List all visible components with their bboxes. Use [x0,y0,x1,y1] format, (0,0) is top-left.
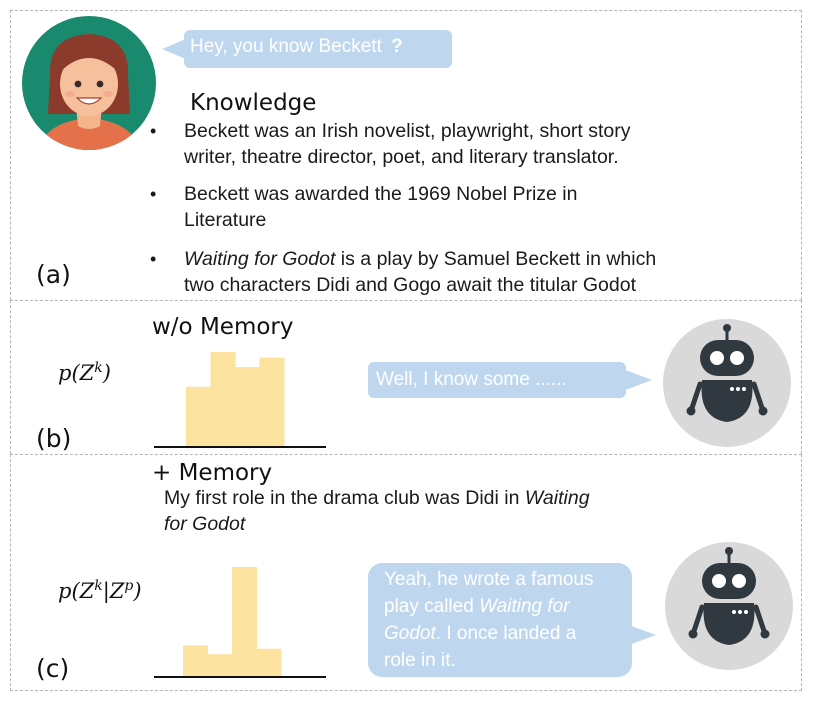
formula-posterior: p(Zk|Zp) [58,578,142,603]
reply-title-part-2: Godot [384,623,436,644]
user-bubble-tail [162,38,188,60]
memory-text: My first role in the drama club was Didi… [164,485,724,537]
reply-bubble-memory: Yeah, he wrote a famous play called Wait… [368,563,632,677]
formula-posterior-p: p(Z [58,579,95,603]
panel-c-heading: + Memory [152,460,273,486]
memory-title-part-1: Waiting [524,487,590,509]
reply-line-1: Yeah, he wrote a famous [384,569,594,590]
reply-no-memory: Well, I know some ...... [376,369,567,390]
reply-line-3: . I once landed a [435,623,577,644]
panel-a-label: (a) [36,260,71,289]
user-message-bubble: Hey, you know Beckett ? [184,30,452,68]
histogram-bar [210,352,236,446]
panel-b-label: (b) [36,424,72,453]
histogram-bar [186,386,211,446]
panel-c-label: (c) [36,654,70,683]
knowledge-item-2-line-2: Literature [184,209,267,231]
memory-line-1: My first role in the drama club was Didi… [164,487,525,509]
formula-posterior-sup-1: k [94,578,103,594]
robot-icon [663,319,791,447]
panel-c [10,454,802,691]
knowledge-item-3-title: Waiting for Godot [184,248,336,270]
histogram-bar [207,654,233,676]
knowledge-item-2: • Beckett was awarded the 1969 Nobel Pri… [150,181,780,233]
formula-posterior-given: |Z [102,579,125,603]
panel-b-heading: w/o Memory [152,314,294,340]
user-message: Hey, you know Beckett [190,36,382,57]
bullet-icon: • [150,184,157,204]
knowledge-item-3: • Waiting for Godot is a play by Samuel … [150,246,780,298]
histogram-bar [256,648,282,676]
memory-title-part-2: for Godot [164,513,246,535]
histogram-bar [183,645,208,676]
reply-bubble-no-memory: Well, I know some ...... [368,362,626,398]
robot-bubble-tail-b [620,368,652,392]
histogram-bar [235,367,260,446]
histogram-bar [259,357,285,446]
knowledge-heading: Knowledge [190,90,317,116]
knowledge-item-3-line-2: two characters Didi and Gogo await the t… [184,274,636,296]
reply-title-part-1: Waiting for [479,596,570,617]
histogram-posterior [154,567,326,678]
formula-posterior-sup-2: p [124,578,134,594]
histogram-bar [232,567,257,676]
robot-bubble-tail-c [626,624,656,646]
panel-b [10,300,802,454]
formula-prior-close: ) [102,361,111,385]
panel-a [10,10,802,300]
bullet-icon: • [150,249,157,269]
bullet-icon: • [150,121,157,141]
formula-prior-sup: k [94,360,103,376]
knowledge-item-1-line-1: Beckett was an Irish novelist, playwrigh… [184,120,631,142]
histogram-prior [154,352,326,448]
user-avatar [22,16,156,150]
formula-posterior-close: ) [133,579,142,603]
reply-line-2: play called [384,596,480,617]
reply-line-4: role in it. [384,650,456,671]
user-message-mark: ? [391,36,403,57]
knowledge-item-2-line-1: Beckett was awarded the 1969 Nobel Prize… [184,183,578,205]
robot-icon [665,542,793,670]
knowledge-item-1: • Beckett was an Irish novelist, playwri… [150,118,780,170]
formula-prior: p(Zk) [58,360,111,385]
knowledge-item-3-line-1: is a play by Samuel Beckett in which [335,248,657,270]
formula-prior-p: p(Z [58,361,95,385]
knowledge-item-1-line-2: writer, theatre director, poet, and lite… [184,146,619,168]
